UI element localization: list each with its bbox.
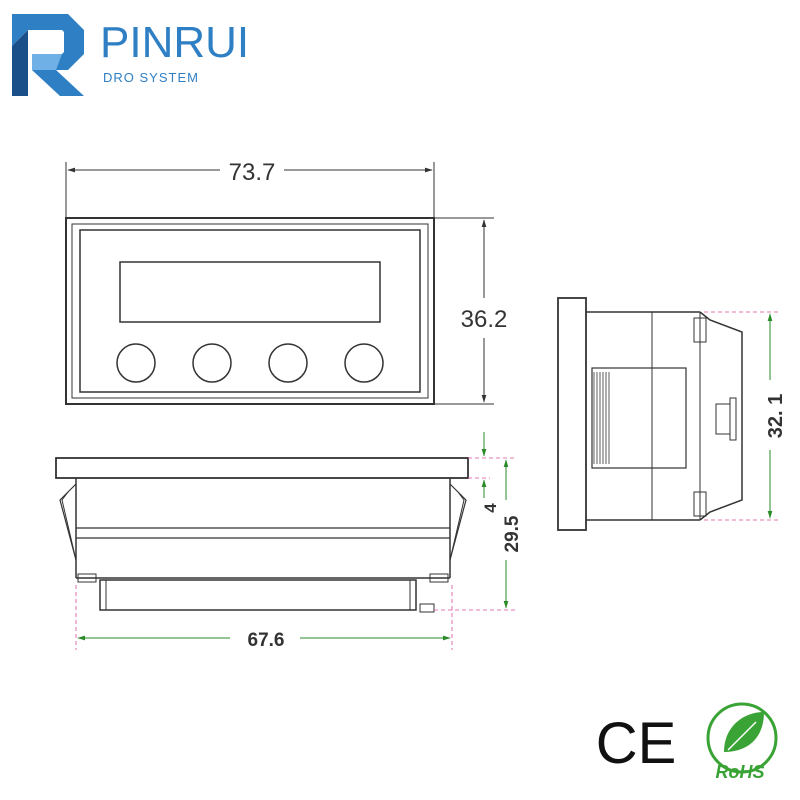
rohs-logo-icon: RoHS bbox=[706, 702, 778, 782]
side-guides bbox=[704, 311, 780, 521]
front-view bbox=[65, 162, 494, 405]
rohs-text: RoHS bbox=[716, 762, 765, 782]
bottom-view bbox=[55, 457, 469, 613]
brand-subtitle: DRO SYSTEM bbox=[103, 70, 199, 85]
button-1-icon bbox=[116, 343, 156, 383]
bezel-thickness-label: 4 bbox=[481, 503, 500, 513]
bottom-dimensions bbox=[77, 432, 509, 641]
bottom-guides bbox=[75, 457, 516, 650]
body-width-label: 67.6 bbox=[248, 630, 285, 651]
button-2-icon bbox=[192, 343, 232, 383]
side-height-label: 32. 1 bbox=[765, 394, 787, 438]
front-width-label: 73.7 bbox=[229, 159, 276, 186]
ce-mark-icon: CE bbox=[596, 711, 677, 776]
button-4-icon bbox=[344, 343, 384, 383]
front-height-label: 36.2 bbox=[461, 306, 508, 333]
ce-mark-text: CE bbox=[596, 711, 677, 776]
brand-name: PINRUI bbox=[100, 18, 250, 67]
depth-label: 29.5 bbox=[502, 515, 523, 552]
button-3-icon bbox=[268, 343, 308, 383]
side-view bbox=[557, 297, 743, 531]
pinrui-logo-icon bbox=[12, 14, 84, 96]
